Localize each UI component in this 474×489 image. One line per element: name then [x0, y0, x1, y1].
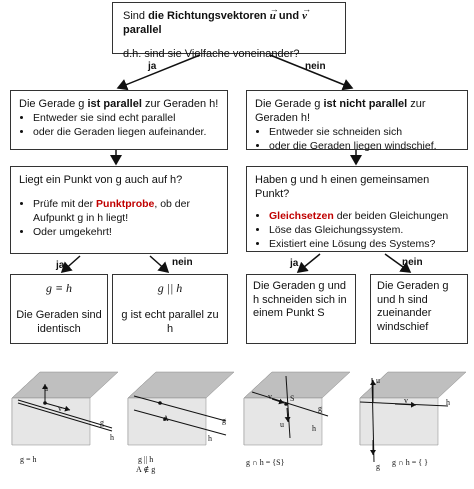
fig3-S-label: S	[290, 394, 295, 403]
start-question-line1: Sind die Richtungsvektoren u→ und v→ par…	[123, 4, 335, 37]
parallel-box: Die Gerade g ist parallel zur Geraden h!…	[10, 90, 228, 150]
list-item: Löse das Gleichungssystem.	[269, 223, 459, 237]
branch-ja-3: ja	[290, 258, 299, 269]
point-check-title: Liegt ein Punkt von g auch auf h?	[19, 174, 183, 186]
list-item: Gleichsetzen der beiden Gleichungen	[269, 209, 459, 223]
result-identical-box: g ≡ h Die Geraden sind identisch	[10, 274, 108, 344]
figure-intersect	[243, 371, 351, 446]
flow-arrows	[60, 54, 412, 273]
start-question-suffix: parallel	[123, 24, 162, 36]
result-parallel-box: g || h g ist echt parallel zu h	[112, 274, 228, 344]
list-item: Entweder sie schneiden sich	[269, 125, 459, 139]
intersect-text: Die Geraden g und h schneiden sich in ei…	[253, 280, 347, 319]
list-item: Prüfe mit der Punktprobe, ob der Aufpunk…	[33, 197, 219, 225]
fig2-A-label: A	[163, 414, 169, 423]
common-point-title: Haben g und h einen gemeinsamen Punkt?	[255, 174, 430, 200]
branch-ja-2: ja	[56, 260, 65, 271]
figure-parallel	[127, 371, 235, 446]
figure-identical	[11, 371, 119, 446]
branch-nein-3: nein	[402, 257, 423, 268]
fig4-v-label: v	[404, 396, 408, 405]
common-point-box: Haben g und h einen gemeinsamen Punkt? G…	[246, 166, 468, 252]
start-question-und: und	[275, 10, 303, 22]
parallel-title: Die Gerade g ist parallel zur Geraden h!	[19, 98, 219, 110]
list-item: Oder umgekehrt!	[33, 225, 219, 239]
start-question-line2: d.h. sind sie Vielfache voneinander?	[123, 48, 300, 60]
point-check-list: Prüfe mit der Punktprobe, ob der Aufpunk…	[19, 197, 219, 239]
fig1-v-label: v	[58, 404, 62, 413]
fig2-g-label: g	[222, 416, 226, 425]
fig3-caption: g ∩ h = {S}	[246, 458, 285, 467]
fig1-caption: g = h	[20, 455, 37, 464]
list-item: oder die Geraden liegen aufeinander.	[33, 125, 219, 139]
fig3-v-label: v	[268, 392, 272, 401]
fig3-u-label: u	[280, 420, 284, 429]
fig1-g-label: g	[100, 418, 104, 427]
branch-nein-1: nein	[305, 61, 326, 72]
fig4-caption: g ∩ h = { }	[392, 458, 428, 467]
fig3-h-label: h	[312, 424, 316, 433]
vector-v: v→	[302, 4, 312, 22]
start-question-prefix: Sind	[123, 10, 149, 22]
vector-u: u→	[269, 4, 279, 22]
parallel-text: g ist echt parallel zu h	[121, 309, 219, 335]
fig3-g-label: g	[318, 404, 322, 413]
branch-ja-1: ja	[148, 61, 157, 72]
branch-nein-2: nein	[172, 257, 193, 268]
not-parallel-title: Die Gerade g ist nicht parallel zur Gera…	[255, 98, 426, 124]
fig2-caption2: A ∉ g	[136, 465, 156, 474]
list-item: oder die Geraden liegen windschief.	[269, 139, 459, 153]
fig4-h-label: h	[446, 398, 450, 407]
point-check-box: Liegt ein Punkt von g auch auf h? Prüfe …	[10, 166, 228, 254]
list-item: Entweder sie sind echt parallel	[33, 111, 219, 125]
identical-formula: g ≡ h	[45, 281, 73, 295]
fig2-caption: g || h	[138, 455, 154, 464]
fig4-u-label: u	[376, 376, 380, 385]
not-parallel-box: Die Gerade g ist nicht parallel zur Gera…	[246, 90, 468, 153]
parallel-formula: g || h	[157, 281, 183, 295]
start-question-bold: die Richtungsvektoren	[148, 10, 267, 22]
start-question-box: Sind die Richtungsvektoren u→ und v→ par…	[112, 2, 346, 60]
result-skew-box: Die Geraden g und h sind zueinander wind…	[370, 274, 468, 344]
list-item: Existiert eine Lösung des Systems?	[269, 237, 459, 251]
figure-skew	[359, 371, 467, 463]
fig2-h-label: h	[208, 434, 212, 443]
result-intersect-box: Die Geraden g und h schneiden sich in ei…	[246, 274, 356, 344]
fig1-u-label: u	[44, 384, 48, 393]
fig4-g-label: g	[376, 462, 380, 471]
parallel-list: Entweder sie sind echt parallel oder die…	[19, 111, 219, 139]
fig1-h-label: h	[110, 433, 114, 442]
not-parallel-list: Entweder sie schneiden sich oder die Ger…	[255, 125, 459, 153]
common-point-list: Gleichsetzen der beiden Gleichungen Löse…	[255, 209, 459, 251]
skew-text: Die Geraden g und h sind zueinander wind…	[377, 280, 449, 333]
identical-text: Die Geraden sind identisch	[16, 309, 102, 335]
